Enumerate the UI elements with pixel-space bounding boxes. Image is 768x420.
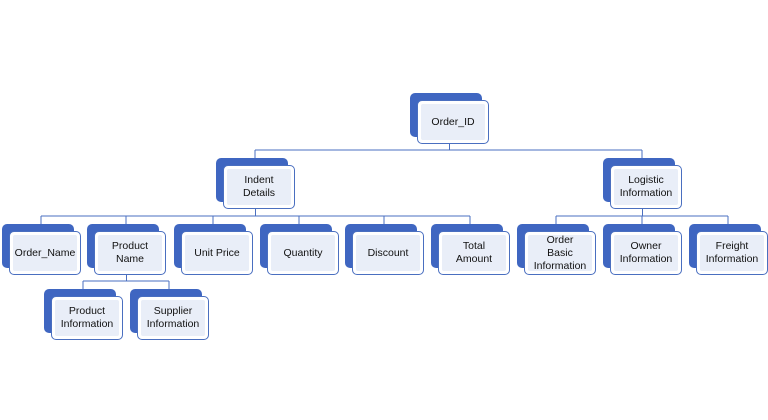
node-box: Product Name [94,231,166,275]
node-box: Order Basic Information [524,231,596,275]
node-box: Order_ID [417,100,489,144]
node-freight-information: Freight Information [689,224,768,275]
node-label: Total Amount [442,235,506,271]
node-box: Unit Price [181,231,253,275]
node-box: Supplier Information [137,296,209,340]
node-label: Order_ID [421,104,485,140]
node-order-id: Order_ID [410,93,489,144]
node-box: Freight Information [696,231,768,275]
node-label: Order_Name [13,235,77,271]
node-label: Product Name [98,235,162,271]
node-label: Discount [356,235,420,271]
node-total-amount: Total Amount [431,224,510,275]
node-box: Discount [352,231,424,275]
node-box: Logistic Information [610,165,682,209]
node-supplier-information: Supplier Information [130,289,209,340]
node-box: Owner Information [610,231,682,275]
node-label: Supplier Information [141,300,205,336]
node-label: Freight Information [700,235,764,271]
node-product-information: Product Information [44,289,123,340]
node-box: Total Amount [438,231,510,275]
node-label: Quantity [271,235,335,271]
node-discount: Discount [345,224,424,275]
node-label: Unit Price [185,235,249,271]
node-box: Product Information [51,296,123,340]
node-quantity: Quantity [260,224,339,275]
node-unit-price: Unit Price [174,224,253,275]
node-order-basic-information: Order Basic Information [517,224,596,275]
node-box: Order_Name [9,231,81,275]
node-box: Quantity [267,231,339,275]
node-label: Product Information [55,300,119,336]
node-owner-information: Owner Information [603,224,682,275]
node-box: Indent Details [223,165,295,209]
node-logistic-information: Logistic Information [603,158,682,209]
node-label: Owner Information [614,235,678,271]
node-label: Indent Details [227,169,291,205]
node-label: Order Basic Information [528,234,592,272]
node-label: Logistic Information [614,169,678,205]
node-indent-details: Indent Details [216,158,295,209]
node-order-name: Order_Name [2,224,81,275]
node-product-name: Product Name [87,224,166,275]
